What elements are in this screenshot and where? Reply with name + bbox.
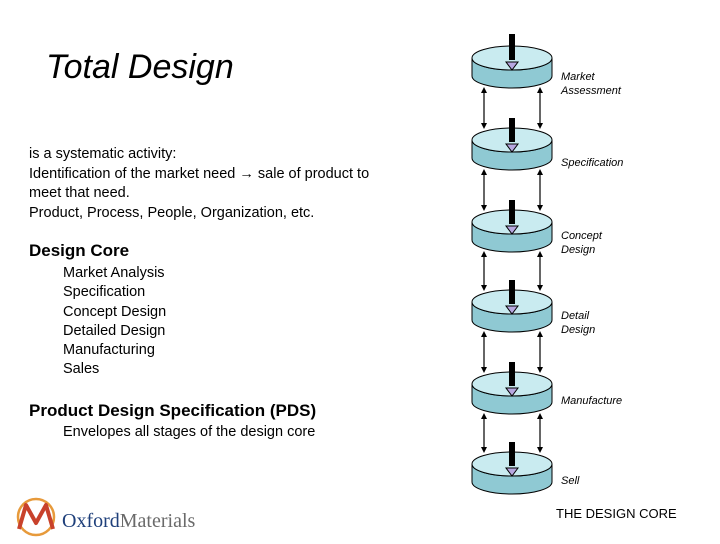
list-item: Manufacturing <box>63 342 155 359</box>
list-item: Market Analysis <box>63 265 165 281</box>
disc-pin <box>509 34 515 60</box>
disc-pin <box>509 362 515 386</box>
disc-pin <box>509 280 515 304</box>
intro-line: is a systematic activity: <box>29 146 177 162</box>
list-item: Sales <box>63 361 100 378</box>
pds-heading: Product Design Specification (PDS) <box>29 401 317 420</box>
logo-mark: OxfordMaterials <box>16 497 196 537</box>
diagram-caption: THE DESIGN CORE <box>556 506 677 521</box>
list-item: Specification <box>63 284 146 301</box>
stage-label-manufacture: Manufacture <box>561 395 623 407</box>
disc-pin <box>509 200 515 224</box>
intro-line: meet that need. <box>29 185 130 201</box>
down-triangle-icon <box>505 143 519 153</box>
slide-title: Total Design <box>46 48 234 86</box>
down-triangle-icon <box>505 225 519 235</box>
stage-label-sell: Sell <box>561 475 580 487</box>
down-triangle-icon <box>505 467 519 477</box>
disc-pin <box>509 118 515 142</box>
list-item: Concept Design <box>63 303 167 320</box>
design-core-list: Market Analysis Specification Concept De… <box>63 264 166 380</box>
intro-line: Identification of the market need → sale… <box>29 165 370 182</box>
list-item: Detailed Design <box>63 322 166 339</box>
disc-pin <box>509 442 515 466</box>
down-triangle-icon <box>505 61 519 71</box>
oxford-materials-logo: OxfordMaterials <box>14 495 214 544</box>
stage-label-specification: Specification <box>561 157 624 169</box>
intro-text: is a systematic activity: Identification… <box>29 145 429 223</box>
intro-line: Product, Process, People, Organization, … <box>29 204 315 221</box>
down-triangle-icon <box>505 387 519 397</box>
down-triangle-icon <box>505 305 519 315</box>
design-core-heading: Design Core <box>29 241 130 260</box>
pds-description: Envelopes all stages of the design core <box>63 424 316 440</box>
svg-text:OxfordMaterials: OxfordMaterials <box>62 510 196 532</box>
